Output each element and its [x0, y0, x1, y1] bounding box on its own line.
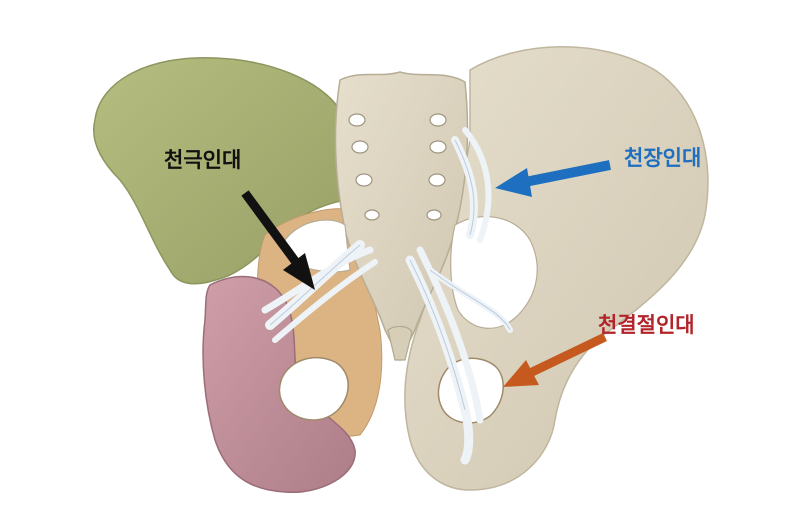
ligament-outline — [269, 139, 511, 411]
black-arrow — [241, 190, 315, 290]
blue-arrow — [495, 160, 611, 197]
sacral-foramina — [348, 113, 447, 221]
orange-arrow — [503, 332, 607, 387]
sacrospinous-ligament-label: 천극인대 — [164, 148, 242, 172]
sacrotuberous-ligament-label: 천장인대 — [624, 146, 702, 170]
coccyx — [387, 325, 413, 361]
left-obturator-foramen — [278, 356, 349, 421]
sacroiliac-ligament-label: 천결절인대 — [598, 313, 695, 337]
